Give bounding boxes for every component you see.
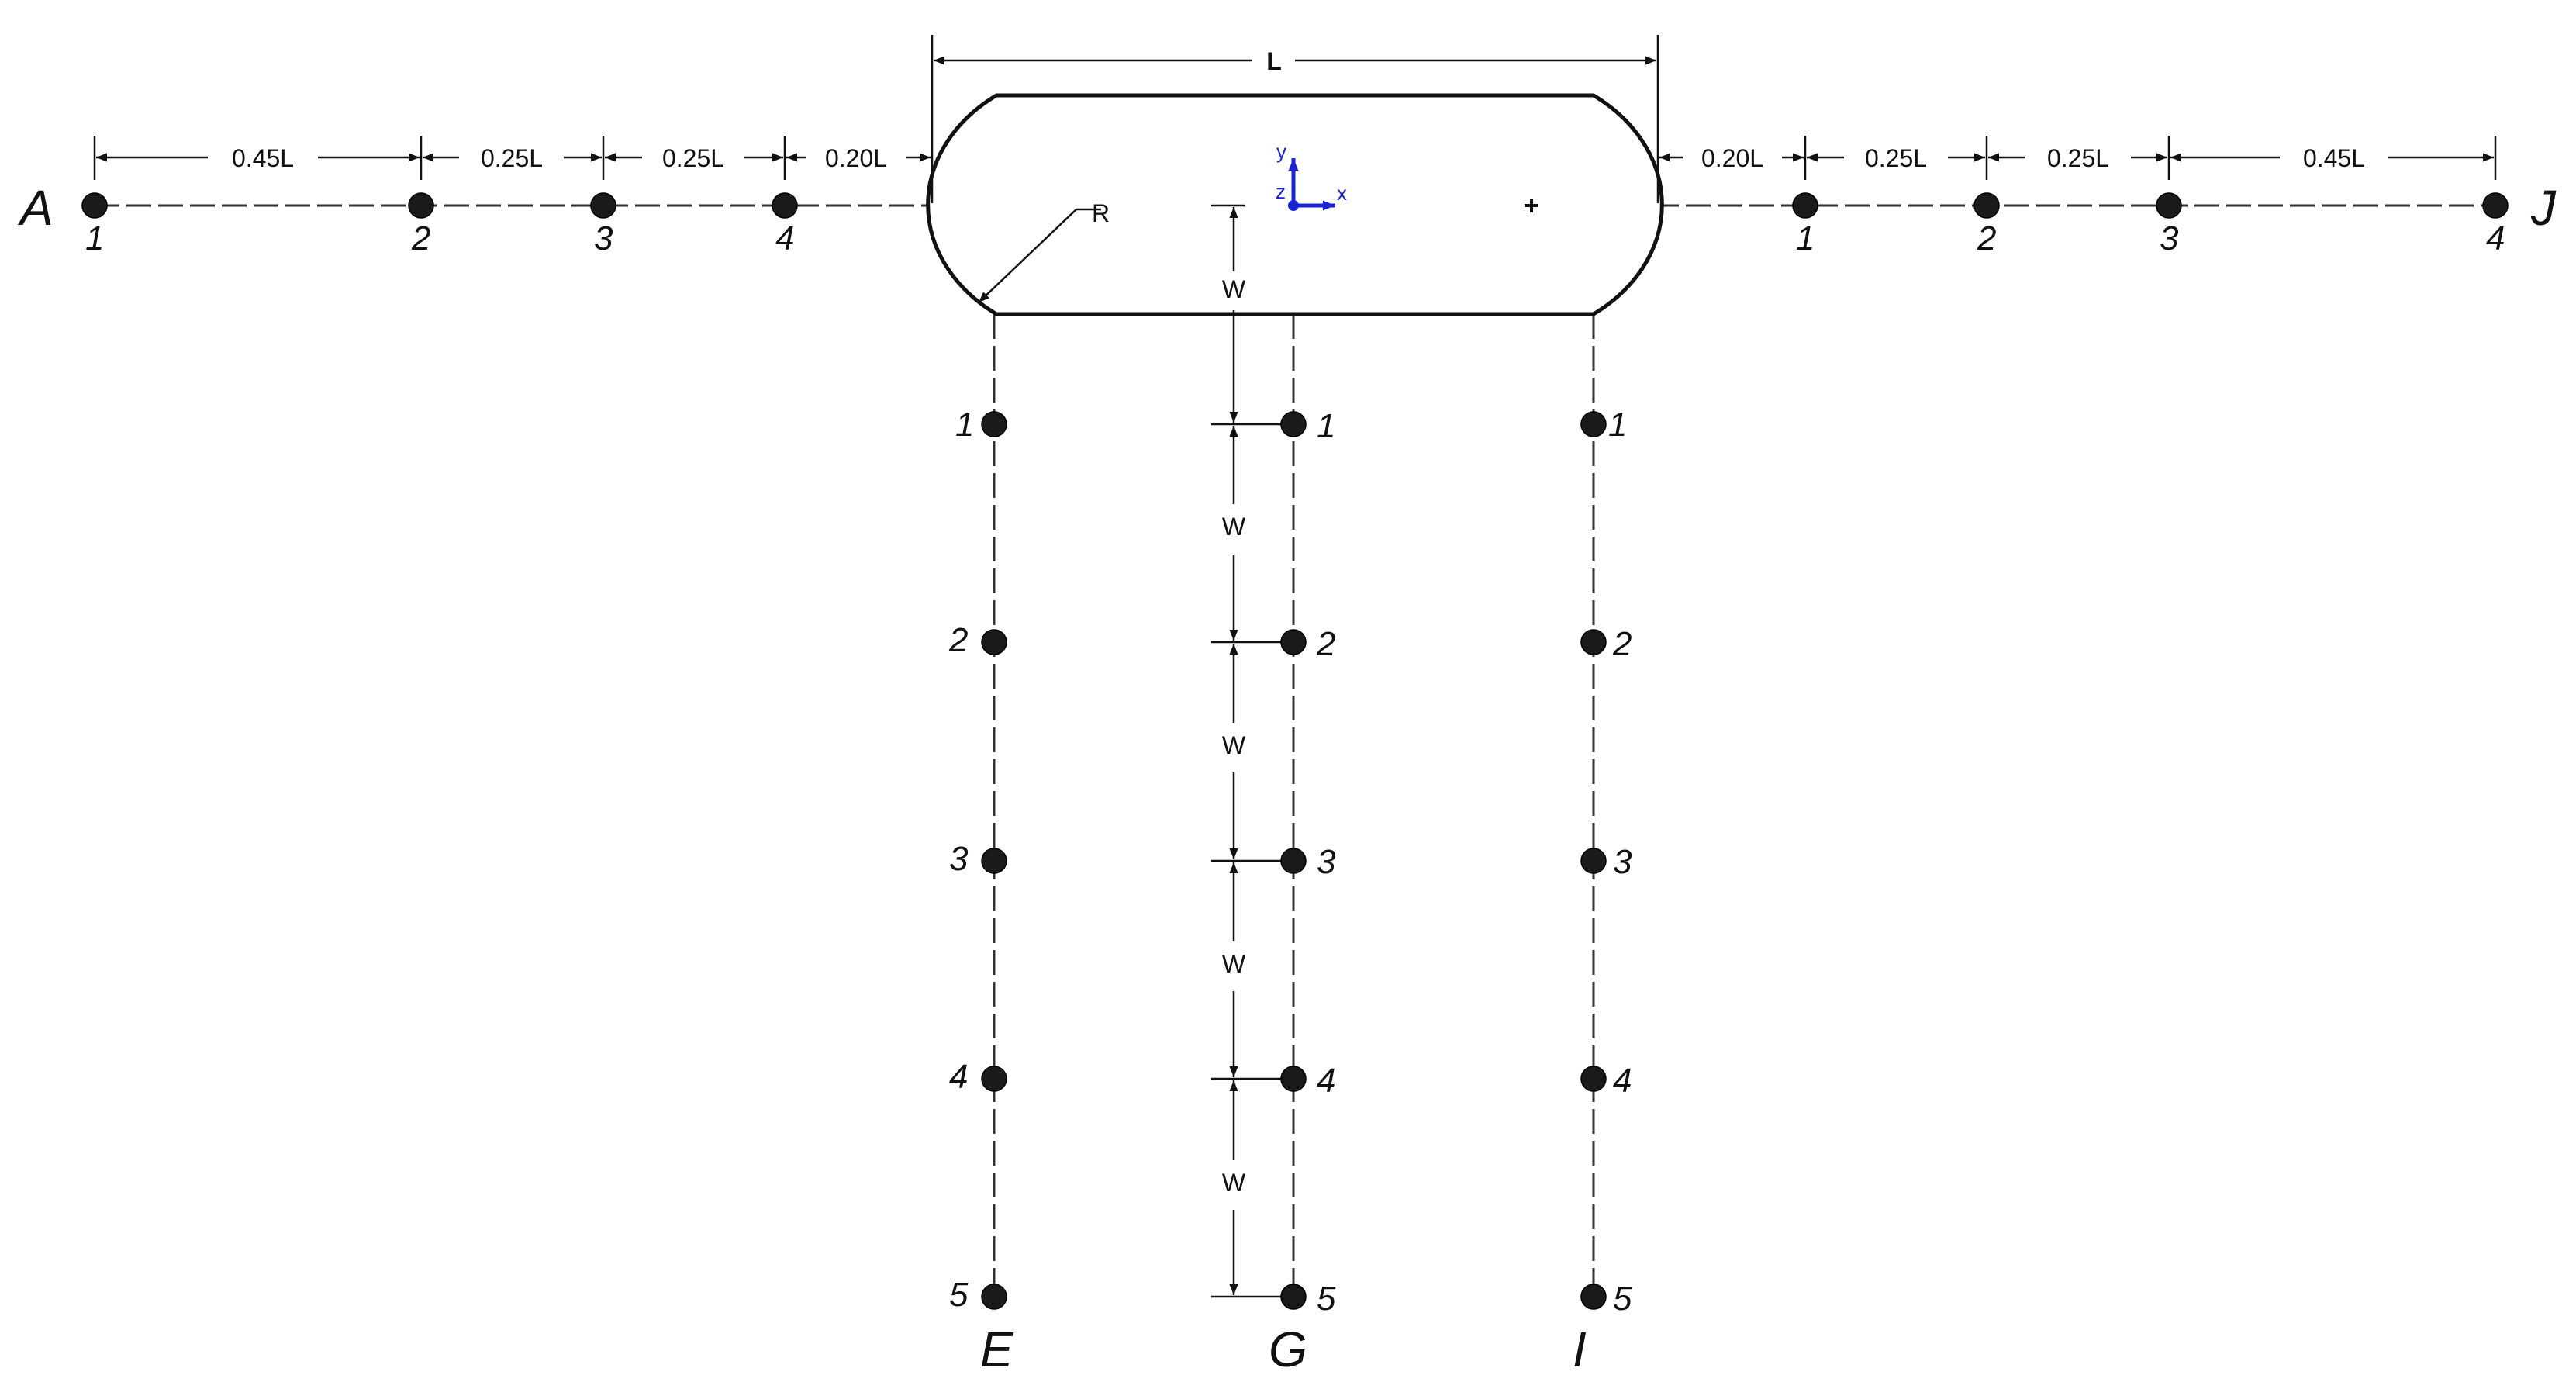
point-a3-label: 3 (594, 219, 613, 257)
line-e-label: E (980, 1322, 1014, 1377)
point-e4-label: 4 (949, 1058, 968, 1096)
dim-w-4-label: W (1222, 950, 1246, 978)
point-a2-label: 2 (411, 219, 430, 257)
point-j2-label: 2 (1977, 219, 1996, 257)
point-i2-label: 2 (1612, 625, 1632, 663)
dim-left-045-label: 0.45L (232, 144, 294, 172)
point-e1-label: 1 (955, 406, 974, 444)
point-g4 (1280, 1066, 1307, 1092)
point-i1-label: 1 (1608, 406, 1627, 444)
radius-leader (978, 209, 1077, 303)
point-e1 (981, 411, 1007, 437)
dim-right-025a-label: 0.25L (1865, 144, 1927, 172)
point-g1-label: 1 (1317, 407, 1335, 445)
dimension-l-label: L (1266, 47, 1282, 75)
point-j2 (1973, 192, 2000, 219)
x-axis-label: x (1337, 181, 1347, 205)
dim-left-025a-label: 0.25L (481, 144, 543, 172)
line-i-label: I (1573, 1322, 1587, 1377)
point-e2 (981, 629, 1007, 655)
dim-w-1-label: W (1222, 275, 1246, 303)
point-j1 (1792, 192, 1818, 219)
point-i4 (1580, 1066, 1607, 1092)
point-g3-label: 3 (1317, 843, 1336, 881)
point-j3 (2156, 192, 2182, 219)
point-i2 (1580, 629, 1607, 655)
point-i5-label: 5 (1613, 1280, 1632, 1318)
point-i5 (1580, 1284, 1607, 1310)
point-g2 (1280, 629, 1307, 655)
point-g5-label: 5 (1317, 1280, 1336, 1318)
point-g3 (1280, 848, 1307, 874)
point-j4-label: 4 (2486, 219, 2505, 257)
point-a4 (772, 192, 798, 219)
point-a2 (408, 192, 434, 219)
dim-right-045-label: 0.45L (2303, 144, 2365, 172)
point-j1-label: 1 (1796, 219, 1815, 257)
point-a1 (81, 192, 108, 219)
point-i3-label: 3 (1613, 843, 1632, 881)
point-i1 (1580, 411, 1607, 437)
point-g5 (1280, 1284, 1307, 1310)
line-j-label: J (2530, 180, 2557, 236)
point-a1-label: 1 (85, 219, 104, 257)
point-e5 (981, 1284, 1007, 1310)
dim-right-025b-label: 0.25L (2047, 144, 2109, 172)
point-e4 (981, 1066, 1007, 1092)
point-i4-label: 4 (1613, 1062, 1632, 1100)
point-e5-label: 5 (949, 1276, 969, 1314)
point-e3 (981, 848, 1007, 874)
dim-w-5-label: W (1222, 1169, 1246, 1197)
point-a3 (590, 192, 616, 219)
dim-left-020-label: 0.20L (825, 144, 887, 172)
point-j3-label: 3 (2160, 219, 2179, 257)
dim-left-025b-label: 0.25L (662, 144, 724, 172)
z-axis-origin (1288, 200, 1299, 211)
point-g2-label: 2 (1316, 625, 1335, 663)
dim-right-020-label: 0.20L (1701, 144, 1763, 172)
point-e2-label: 2 (948, 621, 968, 659)
point-i3 (1580, 848, 1607, 874)
y-axis-label: y (1276, 140, 1286, 163)
dim-w-2-label: W (1222, 513, 1246, 541)
point-a4-label: 4 (775, 219, 794, 257)
dim-w-3-label: W (1222, 731, 1246, 759)
point-e3-label: 3 (949, 840, 969, 878)
point-j4 (2482, 192, 2509, 219)
point-g1 (1280, 411, 1307, 437)
radius-label: R (1092, 199, 1110, 227)
point-g4-label: 4 (1317, 1062, 1335, 1100)
line-g-label: G (1269, 1322, 1307, 1377)
z-axis-label: z (1276, 180, 1286, 203)
line-a-label: A (17, 180, 54, 236)
